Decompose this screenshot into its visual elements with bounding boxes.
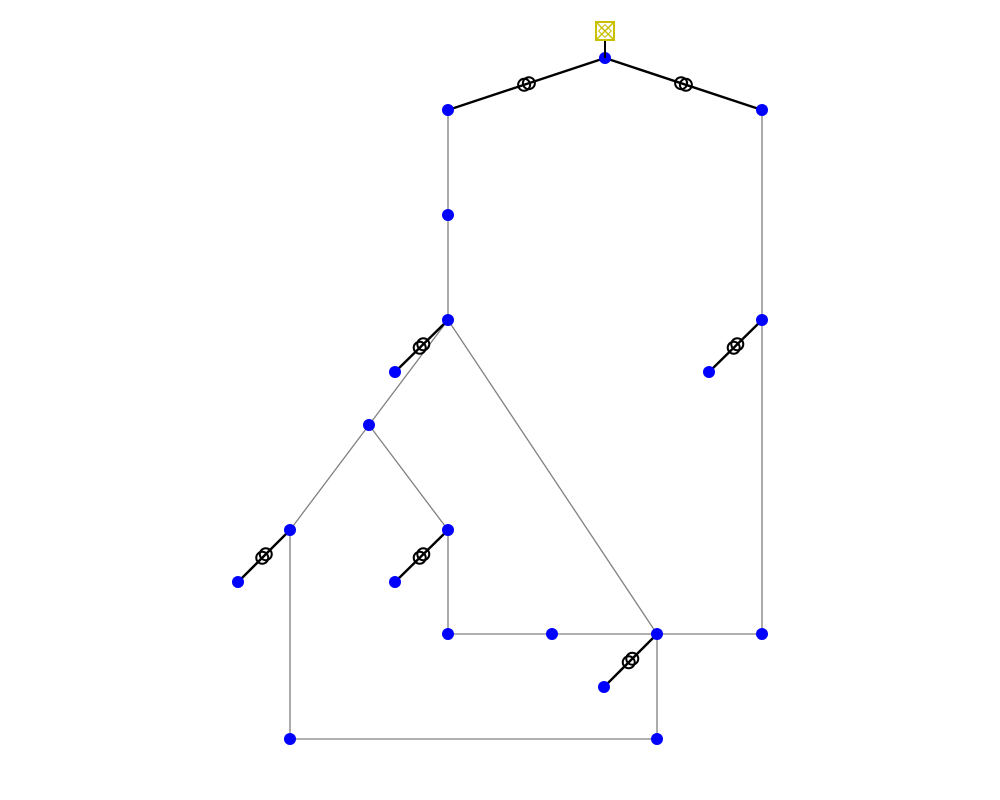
bus-node[interactable] xyxy=(756,314,768,326)
transformer-icon xyxy=(412,337,431,355)
transformer xyxy=(708,319,763,373)
bus-node[interactable] xyxy=(442,209,454,221)
transformer-icon xyxy=(674,76,693,92)
bus-node[interactable] xyxy=(546,628,558,640)
line-segment xyxy=(368,424,449,531)
bus-node[interactable] xyxy=(389,576,401,588)
bus-node[interactable] xyxy=(598,681,610,693)
external-grid-icon[interactable] xyxy=(595,21,615,41)
line-segment xyxy=(447,319,658,635)
transformer-layer xyxy=(237,56,763,688)
transformer-icon xyxy=(255,547,273,565)
line-layer xyxy=(289,110,763,740)
bus-node[interactable] xyxy=(284,733,296,745)
line-segment xyxy=(368,319,449,426)
bus-node[interactable] xyxy=(363,419,375,431)
transformer-icon xyxy=(412,547,431,565)
bus-node[interactable] xyxy=(651,733,663,745)
transformer-icon xyxy=(517,76,536,92)
transformer xyxy=(394,529,449,583)
bus-node[interactable] xyxy=(442,628,454,640)
transformer xyxy=(394,319,449,373)
bus-node[interactable] xyxy=(442,104,454,116)
bus-node[interactable] xyxy=(232,576,244,588)
bus-layer xyxy=(232,52,768,745)
bus-node[interactable] xyxy=(756,104,768,116)
transformer-icon xyxy=(726,337,745,355)
bus-node[interactable] xyxy=(284,524,296,536)
transformer xyxy=(603,633,658,688)
bus-node[interactable] xyxy=(442,314,454,326)
bus-node[interactable] xyxy=(389,366,401,378)
line-segment xyxy=(289,424,370,531)
transformer xyxy=(604,56,763,112)
bus-node[interactable] xyxy=(756,628,768,640)
transformer-icon xyxy=(621,651,640,670)
bus-node[interactable] xyxy=(442,524,454,536)
bus-node[interactable] xyxy=(651,628,663,640)
bus-node[interactable] xyxy=(703,366,715,378)
transformer xyxy=(447,56,606,112)
transformer xyxy=(237,529,291,583)
external-grid-layer xyxy=(595,21,615,58)
